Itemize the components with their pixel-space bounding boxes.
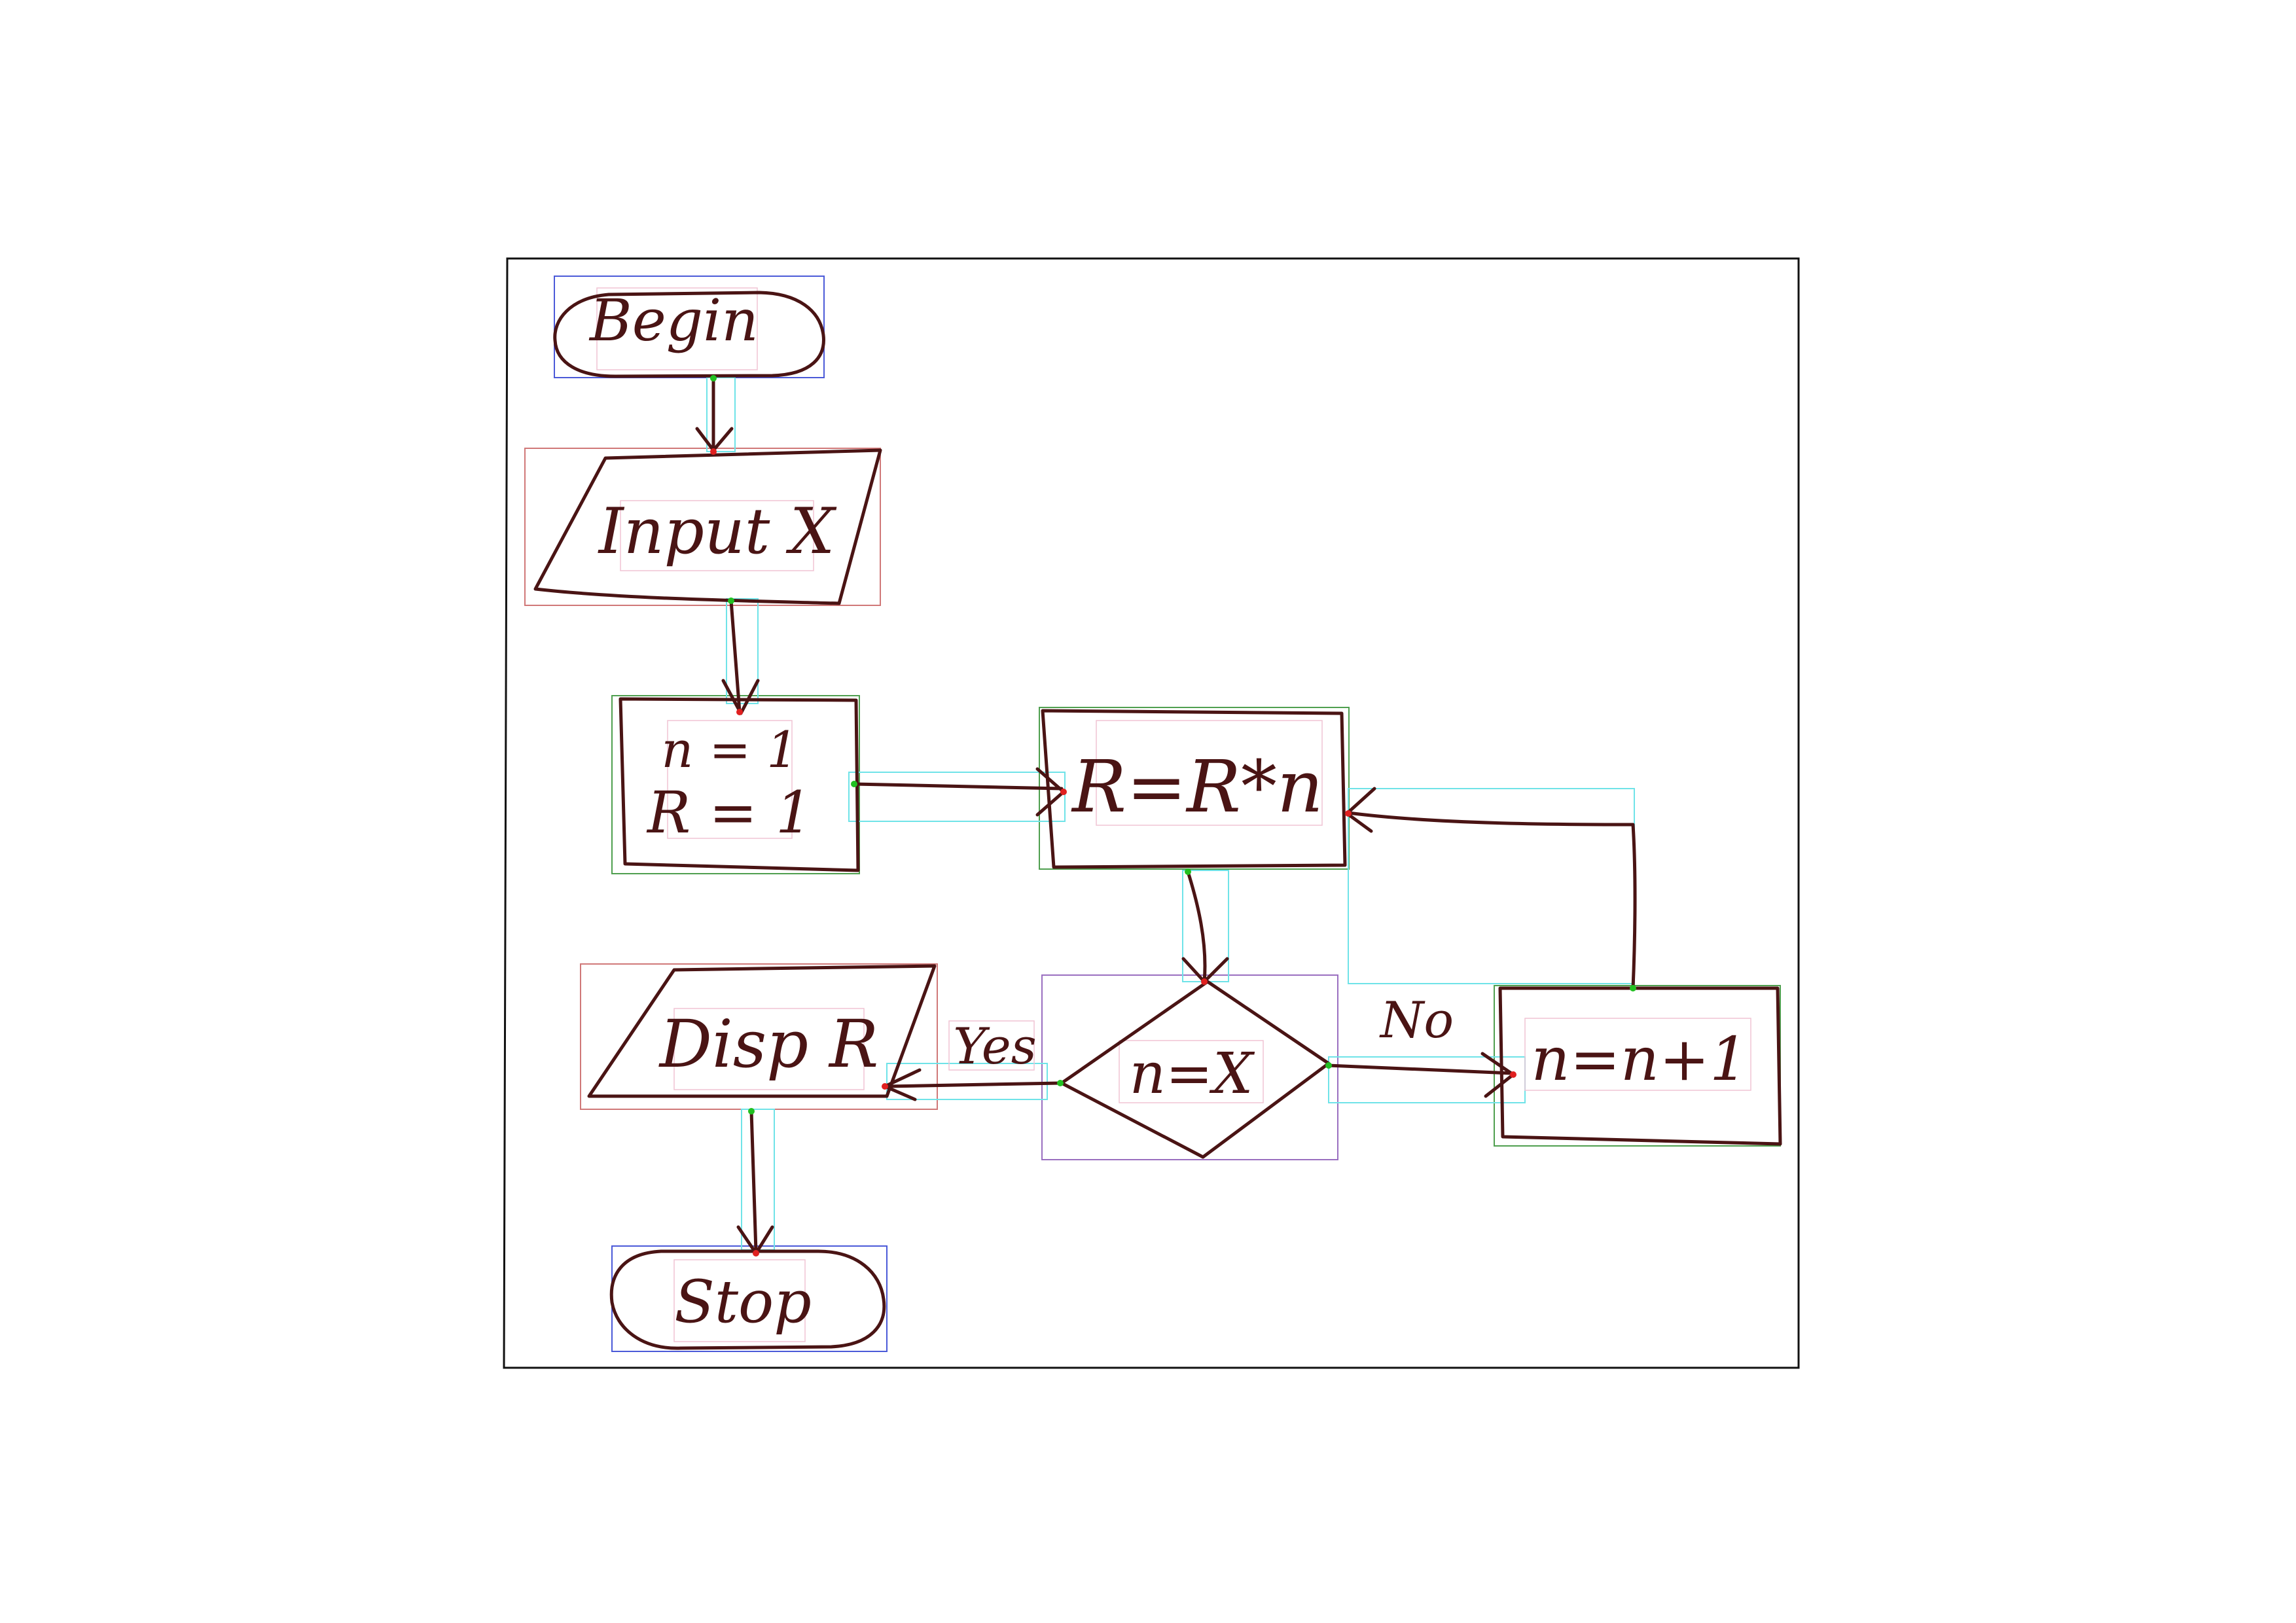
bbox-edge-decision-display <box>886 1063 1048 1100</box>
connection-point <box>1510 1071 1516 1078</box>
connection-point <box>710 375 717 382</box>
terminator-shape <box>553 291 825 378</box>
connection-point <box>1345 810 1352 817</box>
bbox-text-increment <box>1524 1018 1751 1091</box>
connection-points <box>710 375 1636 1257</box>
connection-point <box>728 597 734 604</box>
connection-point <box>748 1108 755 1115</box>
arrow-display-to-stop <box>736 1109 774 1255</box>
node-input: Input X <box>533 448 882 605</box>
begin-label: Begin <box>588 287 759 354</box>
connection-point <box>1060 789 1067 795</box>
connection-point <box>1185 868 1191 875</box>
node-multiply: R=R*n <box>1041 709 1347 869</box>
display-label: Disp R <box>658 1006 879 1082</box>
arrow-increment-to-multiply <box>1345 787 1637 990</box>
edge-label-no: No <box>1379 991 1454 1049</box>
bbox-text-decision <box>1119 1040 1264 1103</box>
bbox-text-stop <box>673 1259 806 1342</box>
process-shape <box>619 697 860 872</box>
edge-label-yes: Yes <box>953 1017 1037 1075</box>
node-display: Disp R <box>587 964 937 1098</box>
connection-point <box>1325 1062 1332 1069</box>
arrow-input-to-init <box>721 599 760 715</box>
process-shape <box>1041 709 1347 869</box>
bbox-text-multiply <box>1096 720 1323 826</box>
arrow-init-to-multiply <box>852 767 1066 817</box>
node-increment: n=n+1 <box>1498 986 1782 1146</box>
bbox-edge-input-init <box>726 598 759 704</box>
node-init: n = 1 R = 1 <box>619 697 860 872</box>
connection-point <box>736 709 743 715</box>
bbox-edge-init-multiply <box>848 772 1066 822</box>
arrow-begin-to-input <box>695 376 734 452</box>
increment-label: n=n+1 <box>1531 1024 1748 1094</box>
connection-point <box>1057 1080 1064 1086</box>
connection-point <box>753 1250 759 1257</box>
init-label-line-1: n = 1 <box>661 721 798 779</box>
bbox-text-begin <box>596 287 758 370</box>
bbox-text-input <box>620 500 814 571</box>
terminator-shape <box>609 1249 886 1350</box>
arrow-multiply-to-decision <box>1181 870 1229 984</box>
connection-point <box>1201 978 1208 985</box>
bbox-edge-begin-input <box>706 377 736 452</box>
connection-point <box>710 448 717 455</box>
node-begin: Begin <box>553 287 825 378</box>
input-label: Input X <box>598 495 837 568</box>
connection-point <box>851 781 857 787</box>
bbox-text-init <box>667 720 793 839</box>
diagram-frame <box>503 257 1800 1369</box>
init-label-line-2: R = 1 <box>646 779 812 846</box>
bbox-text-yes <box>948 1020 1035 1071</box>
connection-point <box>1630 985 1636 991</box>
decision-label: n=X <box>1130 1041 1255 1107</box>
arrow-decision-to-increment <box>1327 1052 1515 1098</box>
bbox-input <box>524 448 881 606</box>
multiply-label: R=R*n <box>1071 745 1323 829</box>
parallelogram-shape <box>587 964 937 1098</box>
node-decision: n=X <box>1060 980 1331 1159</box>
process-shape <box>1498 986 1782 1146</box>
node-stop: Stop <box>609 1249 886 1350</box>
bbox-text-display <box>673 1008 865 1090</box>
stop-label: Stop <box>674 1268 812 1336</box>
decision-shape <box>1060 980 1331 1159</box>
parallelogram-shape <box>533 448 882 605</box>
connection-point <box>882 1083 888 1090</box>
